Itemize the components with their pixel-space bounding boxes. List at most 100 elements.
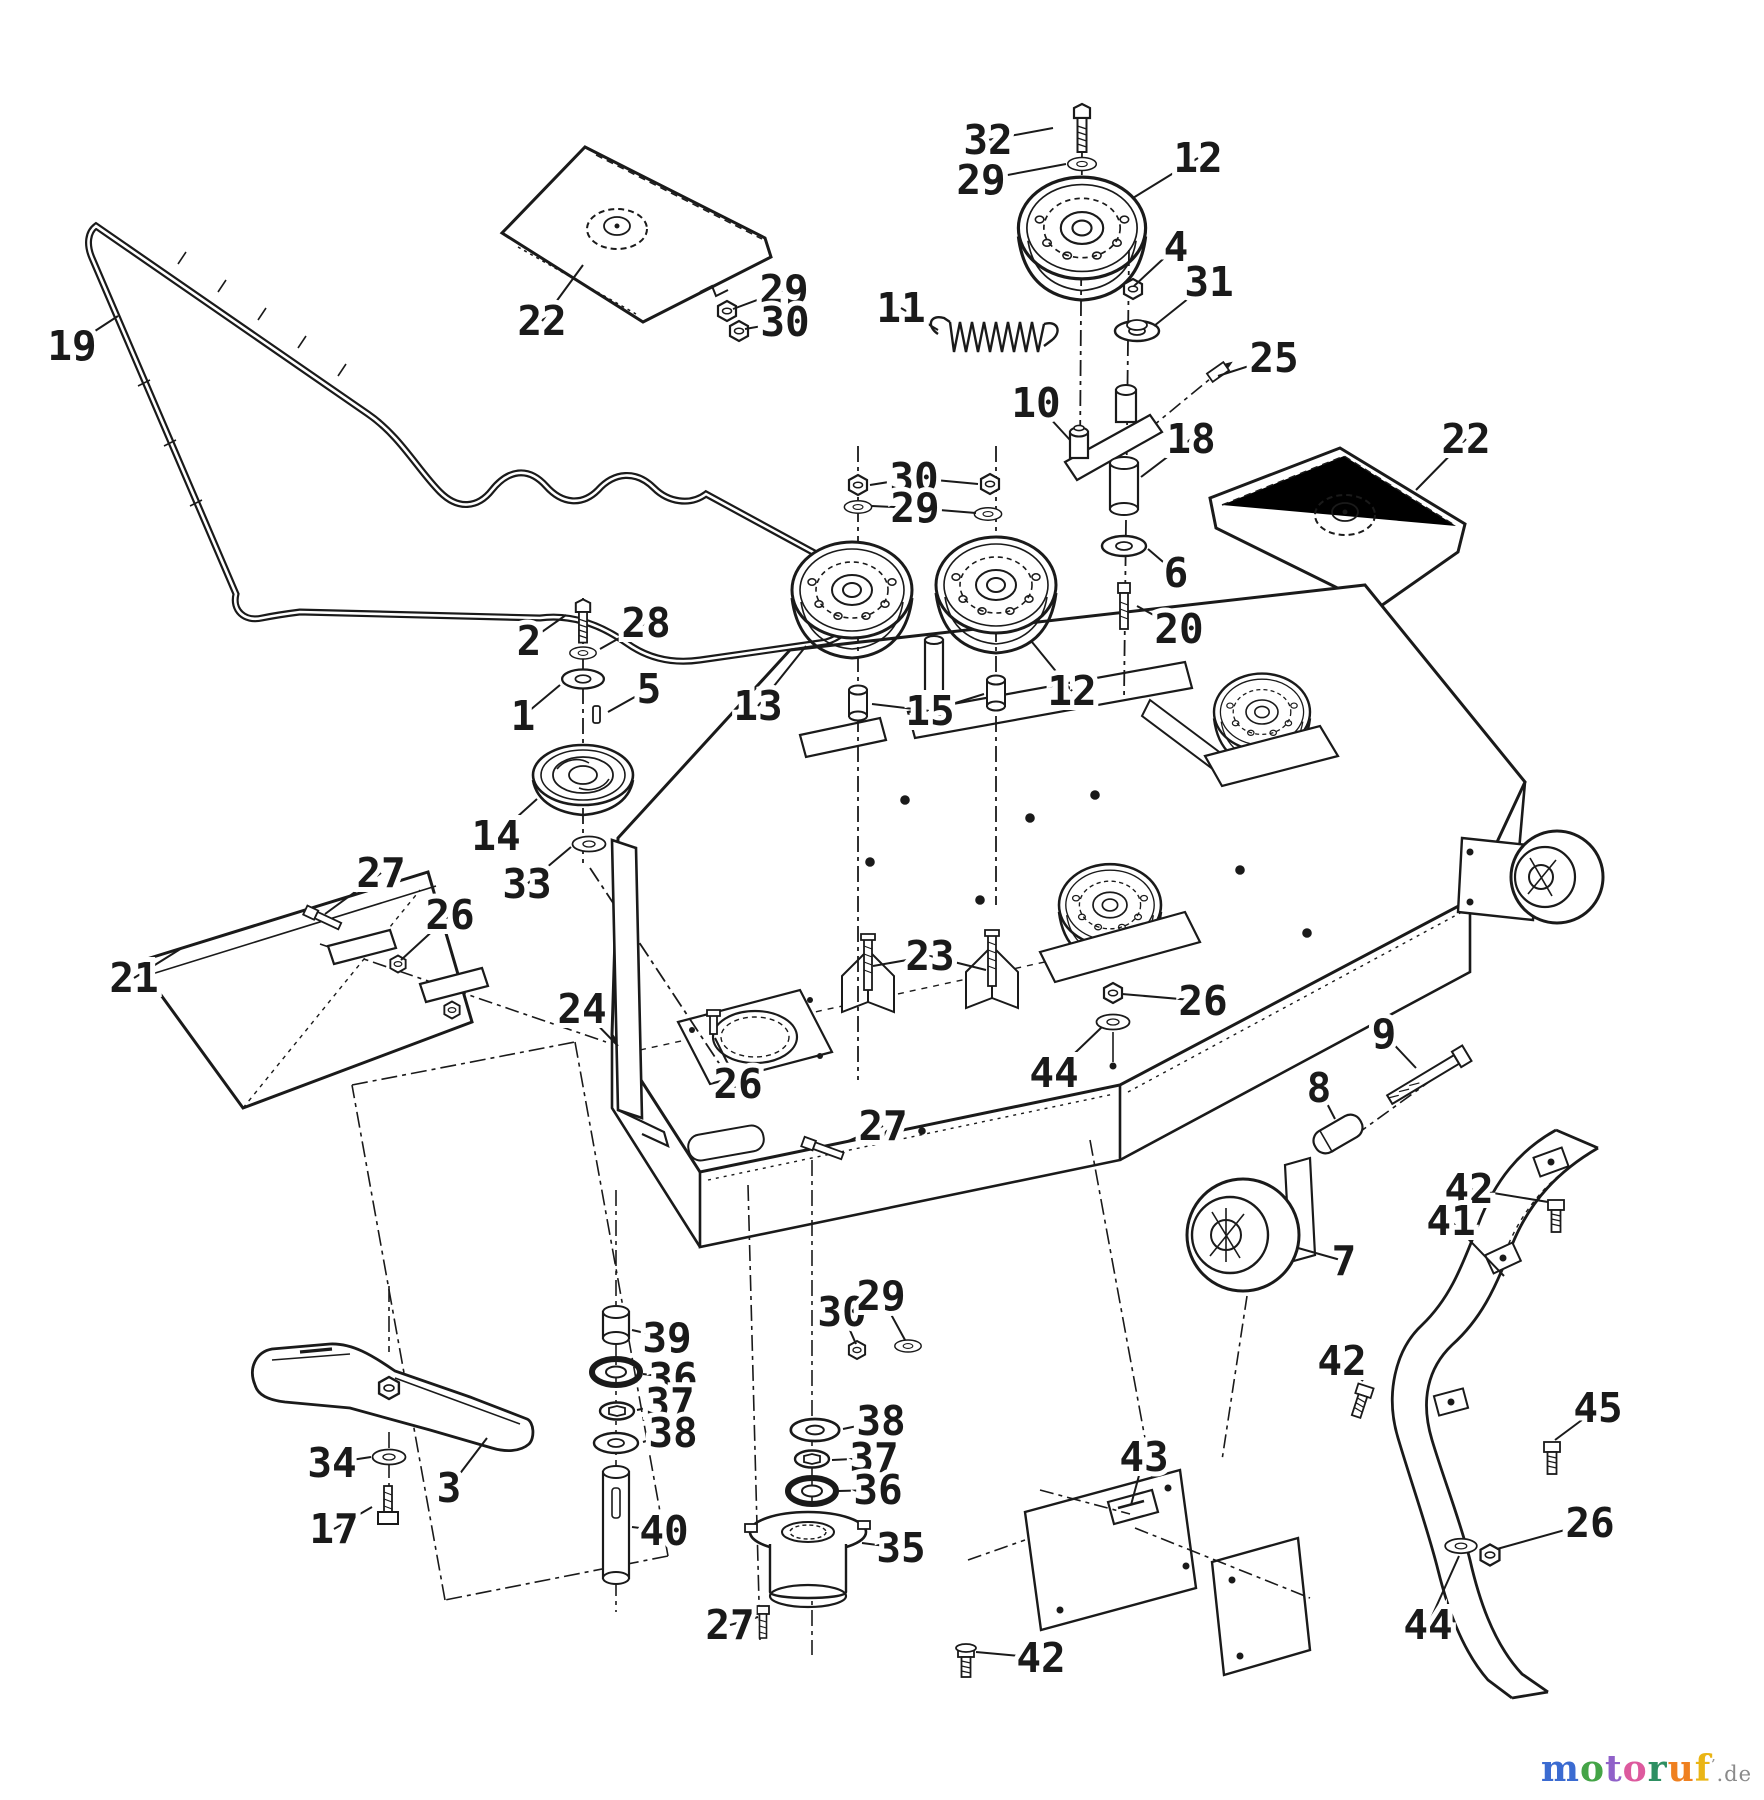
callout-leader: [714, 1037, 739, 1085]
part-callout-29: 29: [759, 266, 808, 314]
part-callout-22: 22: [1441, 415, 1490, 463]
callout-leader: [1415, 438, 1467, 491]
callout-leader: [1468, 1188, 1549, 1203]
part-callout-19: 19: [47, 322, 96, 370]
belt-cover-left: [499, 145, 773, 324]
callout-leader: [631, 1329, 668, 1339]
part-callout-6: 6: [1164, 549, 1189, 597]
callout-leader: [1427, 1555, 1460, 1626]
part-callout-15: 15: [905, 687, 954, 735]
callout-leader: [607, 688, 650, 713]
callout-leader: [861, 1542, 902, 1549]
callout-leader: [448, 1437, 488, 1489]
watermark-letter: r: [1647, 1748, 1668, 1790]
callout-leader: [729, 1616, 759, 1626]
part-callout-28: 28: [621, 599, 670, 647]
part-callout-22: 22: [517, 297, 566, 345]
part-callout-34: 34: [307, 1439, 356, 1487]
callout-leader: [1031, 641, 1073, 692]
callout-leader: [929, 955, 987, 971]
part-callout-17: 17: [309, 1505, 358, 1553]
callout-leader: [732, 289, 785, 310]
part-callout-31: 31: [1184, 258, 1233, 306]
watermark-letter: o: [1579, 1748, 1605, 1790]
callout-leader: [581, 1008, 619, 1047]
deck-right-wheel: [1456, 829, 1605, 925]
callout-leader: [757, 645, 807, 707]
watermark-suffix: .de: [1716, 1762, 1752, 1786]
mid-pulleys-assembly: [790, 446, 1058, 1080]
cover-fasteners: [716, 299, 750, 343]
idler-arm-assembly: [1063, 360, 1233, 630]
part-callout-26: 26: [1178, 977, 1227, 1025]
callout-leader: [869, 477, 915, 486]
part-callout-27: 27: [858, 1102, 907, 1150]
part-callout-35: 35: [876, 1524, 925, 1572]
mower-deck: [610, 583, 1605, 1249]
part-callout-26: 26: [713, 1060, 762, 1108]
gauge-wheel-assembly: [1185, 1044, 1473, 1461]
part-callout-20: 20: [1154, 605, 1203, 653]
callout-leader: [987, 127, 1054, 141]
callout-leader: [913, 477, 979, 485]
deck-hole-plate: [676, 988, 834, 1086]
callout-leader: [914, 507, 977, 514]
discharge-chute-assembly: [955, 1128, 1599, 1700]
watermark-letter: t: [1604, 1748, 1623, 1790]
spindle-housing-cluster: [744, 1135, 1161, 1655]
part-callout-12: 12: [1173, 134, 1222, 182]
callout-leader: [1136, 605, 1180, 630]
callout-leader: [1035, 402, 1071, 441]
callout-leader: [1132, 157, 1199, 199]
callout-leader: [331, 1456, 372, 1464]
callout-leader: [522, 684, 561, 717]
part-callout-11: 11: [876, 284, 925, 332]
part-callout-37: 37: [645, 1379, 694, 1427]
callout-leader: [837, 1489, 879, 1492]
part-callout-1: 1: [511, 692, 536, 740]
part-callout-29: 29: [890, 484, 939, 532]
callout-leader: [847, 1125, 884, 1142]
part-callout-3: 3: [437, 1464, 462, 1512]
watermark-logo: motoruf’.de: [1541, 1748, 1752, 1790]
part-callout-30: 30: [760, 298, 809, 346]
watermark-letter: u: [1667, 1748, 1695, 1790]
callout-leader: [636, 1402, 671, 1411]
part-callout-23: 23: [905, 932, 954, 980]
part-callout-41: 41: [1426, 1197, 1475, 1245]
blade-spindle-cluster: [251, 1041, 669, 1612]
callout-leader: [642, 1432, 674, 1443]
part-callout-30: 30: [817, 1288, 866, 1336]
part-callout-12: 12: [1047, 667, 1096, 715]
part-callout-30: 30: [889, 454, 938, 502]
part-callout-42: 42: [1016, 1634, 1065, 1682]
callout-leader: [528, 614, 567, 642]
callout-leader: [1554, 1407, 1599, 1441]
callout-leader: [541, 264, 584, 322]
callout-leader: [871, 505, 916, 509]
callout-leader: [744, 321, 786, 330]
part-callout-45: 45: [1573, 1384, 1622, 1432]
callout-leader: [133, 947, 183, 979]
watermark-letter: m: [1540, 1748, 1580, 1790]
part-callout-26: 26: [1565, 1499, 1614, 1547]
callout-leader: [495, 798, 538, 837]
part-callout-9: 9: [1372, 1010, 1397, 1058]
part-callout-24: 24: [557, 985, 606, 1033]
callout-leader: [1053, 1026, 1103, 1074]
part-callout-37: 37: [849, 1434, 898, 1482]
part-callout-5: 5: [637, 665, 662, 713]
part-callout-42: 42: [1444, 1165, 1493, 1213]
part-callout-27: 27: [356, 849, 405, 897]
callout-leader: [929, 693, 985, 712]
part-callout-14: 14: [471, 812, 520, 860]
part-callout-7: 7: [1332, 1237, 1357, 1285]
callout-leader: [871, 703, 931, 712]
callout-leader: [1140, 438, 1192, 478]
part-callout-13: 13: [733, 682, 782, 730]
part-callout-25: 25: [1249, 334, 1298, 382]
callout-leader: [526, 846, 572, 885]
callout-leader: [1450, 1220, 1505, 1277]
part-callout-18: 18: [1166, 415, 1215, 463]
belt-cover-right: [1208, 446, 1467, 669]
